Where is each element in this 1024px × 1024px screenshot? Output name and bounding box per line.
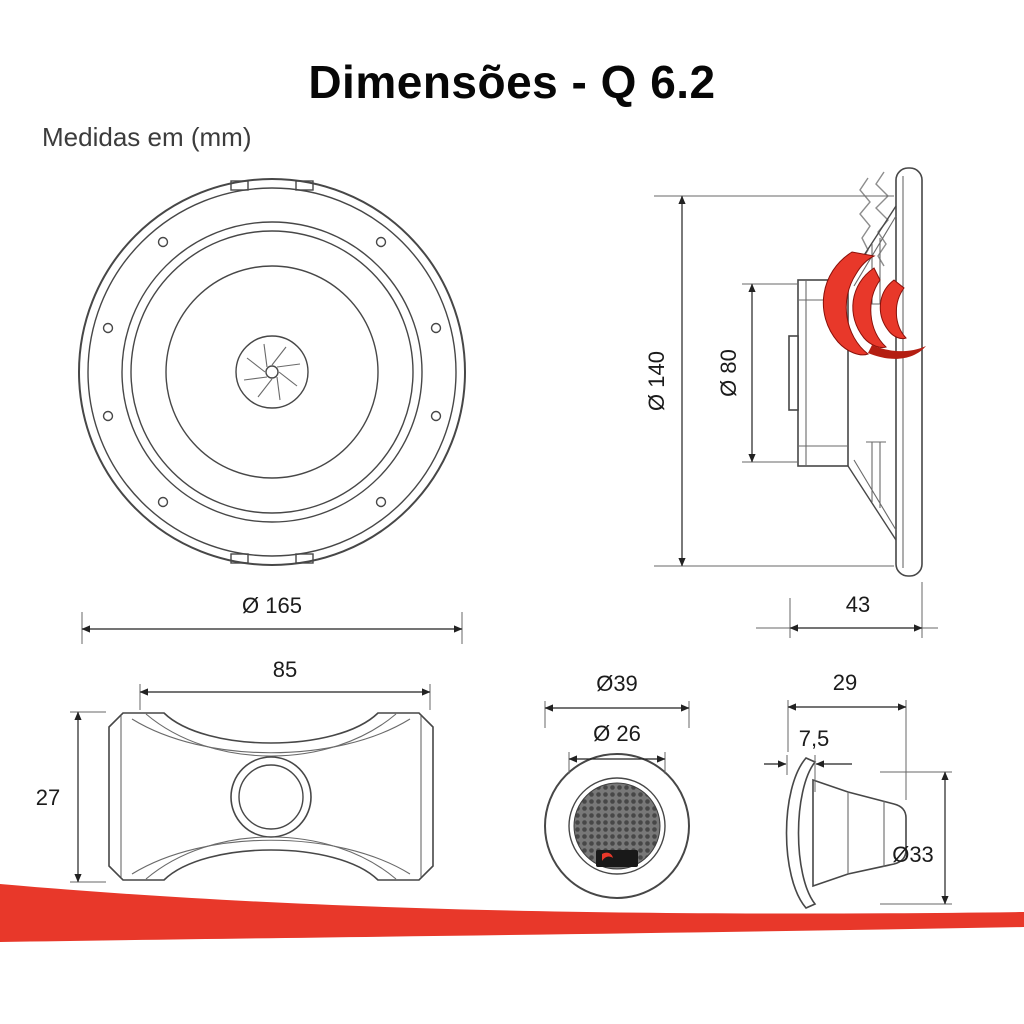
- dim-crossover-height: 27: [36, 711, 106, 883]
- page-title: Dimensões - Q 6.2: [308, 56, 716, 108]
- woofer-side-view: [788, 167, 923, 577]
- dim-tweeter-dome-label: Ø 26: [593, 721, 641, 746]
- tweeter-front-view: [544, 753, 690, 899]
- dim-crossover-width-label: 85: [273, 657, 297, 682]
- dim-mounting-hole-label: Ø 140: [644, 351, 669, 411]
- dim-mounting-depth: 43: [756, 582, 938, 638]
- tinsel-wires: [859, 171, 889, 267]
- bottom-wave-swoosh-icon: [0, 884, 1024, 942]
- dim-tweeter-flange-depth: 7,5: [764, 726, 852, 792]
- brand-flame-logo-icon: [822, 251, 926, 359]
- frame-tabs: [230, 180, 314, 564]
- dim-tweeter-body-diameter: Ø33: [880, 771, 952, 905]
- dim-crossover-width: 85: [139, 657, 431, 710]
- mounting-holes: [102, 236, 442, 508]
- dim-mounting-depth-label: 43: [846, 592, 870, 617]
- dim-tweeter-body-label: Ø33: [892, 842, 934, 867]
- units-note: Medidas em (mm): [42, 122, 252, 152]
- dim-tweeter-flange-label: 7,5: [799, 726, 830, 751]
- dust-cap-pinwheel-icon: [243, 343, 301, 401]
- dim-tweeter-depth-label: 29: [833, 670, 857, 695]
- dim-front-diameter-label: Ø 165: [242, 593, 302, 618]
- dim-mounting-hole-diameter: Ø 140: [644, 195, 894, 567]
- woofer-front-view: [78, 178, 466, 566]
- tweeter-side-view: [785, 757, 907, 909]
- dim-magnet-diameter-label: Ø 80: [716, 349, 741, 397]
- dim-front-diameter: Ø 165: [81, 593, 463, 644]
- crossover-view: [108, 712, 434, 881]
- dim-tweeter-face-label: Ø39: [596, 671, 638, 696]
- tweeter-badge-logo-icon: [596, 850, 638, 867]
- dim-tweeter-dome-diameter: Ø 26: [568, 721, 666, 774]
- dim-crossover-height-label: 27: [36, 785, 60, 810]
- dim-tweeter-face-diameter: Ø39: [544, 671, 690, 728]
- dim-magnet-diameter: Ø 80: [716, 283, 798, 463]
- dim-tweeter-depth: 29: [787, 670, 907, 800]
